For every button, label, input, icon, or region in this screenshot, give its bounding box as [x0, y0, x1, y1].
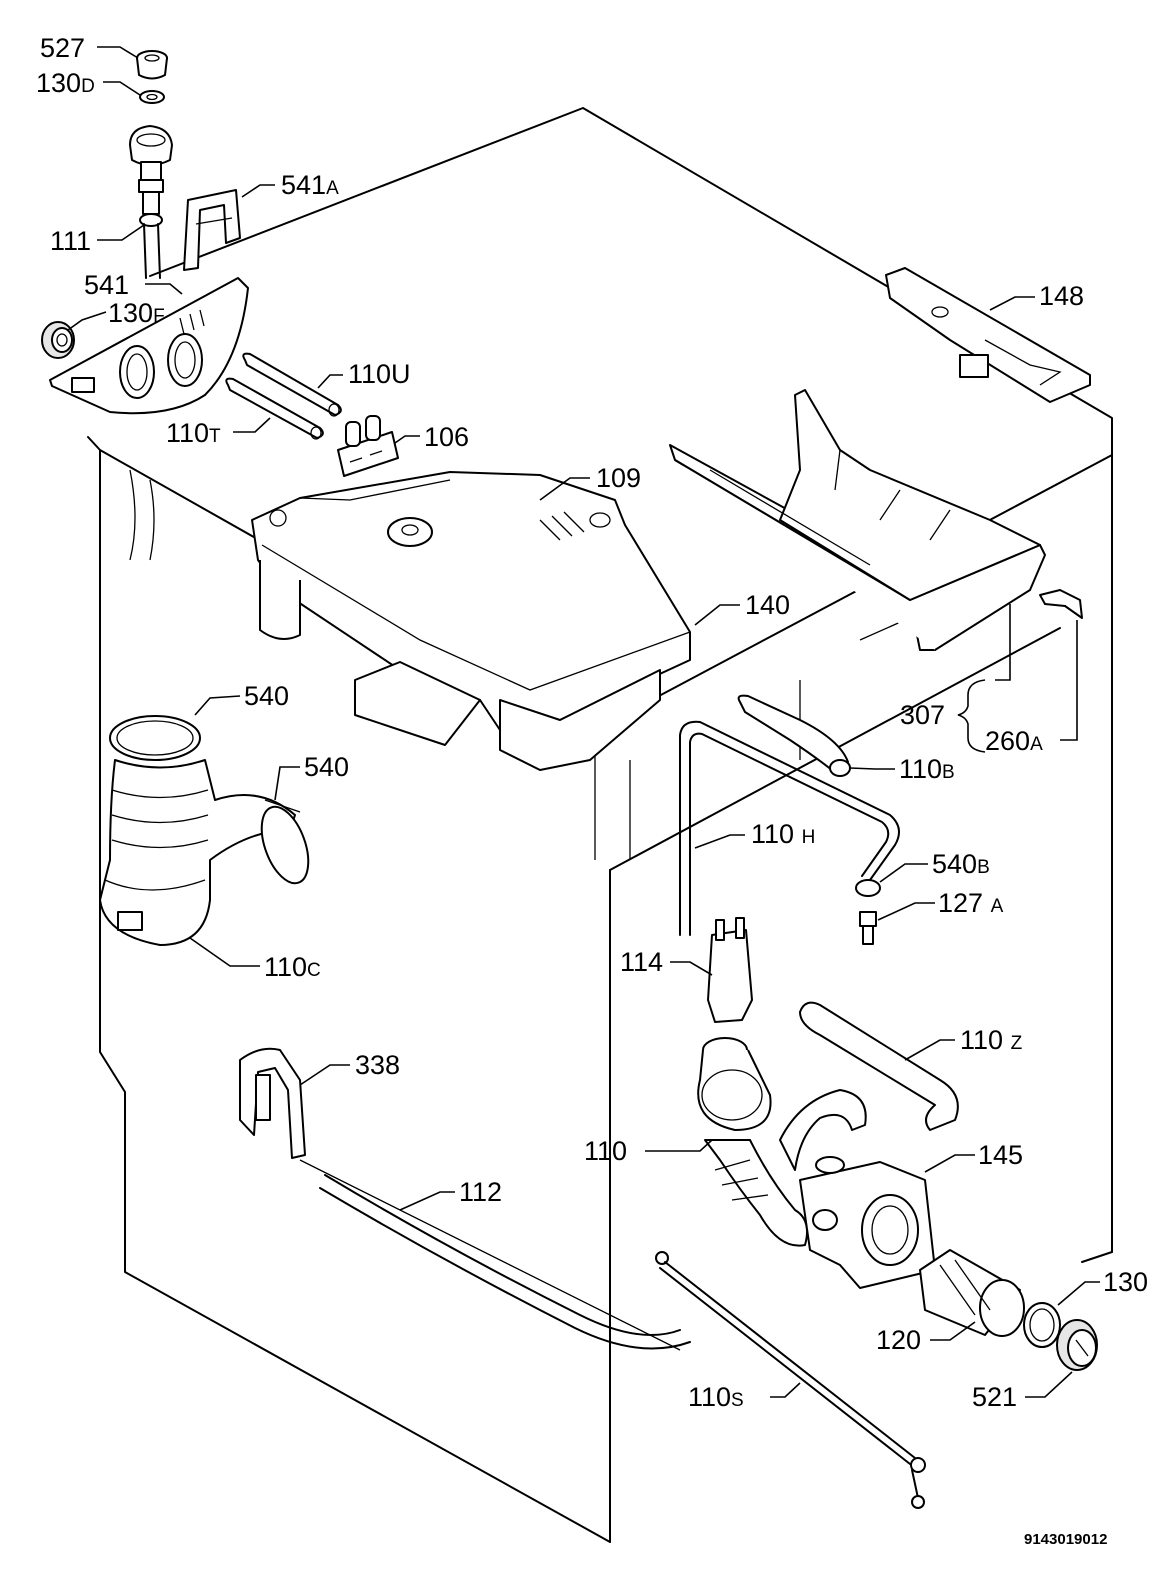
callout-145: 145	[978, 1140, 1023, 1170]
rod-110s	[655, 1251, 926, 1509]
callout-140: 140	[745, 590, 790, 620]
bracket-338	[239, 1047, 306, 1159]
callout-109: 109	[596, 463, 641, 493]
callout-130: 130	[1103, 1267, 1148, 1297]
callout-521: 521	[972, 1382, 1017, 1412]
document-number: 9143019012	[1024, 1531, 1107, 1548]
callout-110b: 110B	[899, 754, 955, 784]
callout-338: 338	[355, 1050, 400, 1080]
pump-145	[799, 1156, 936, 1289]
callout-130f: 130F	[108, 298, 165, 328]
callout-541: 541	[84, 270, 129, 300]
clamp-540b	[855, 879, 881, 897]
callout-110c: 110C	[264, 952, 321, 982]
sump-hose-110c	[99, 715, 310, 946]
leader-lines	[67, 46, 1100, 1398]
callout-307: 307	[900, 700, 945, 730]
callout-130d: 130D	[36, 68, 95, 98]
cap-521	[1056, 1319, 1098, 1371]
washer-130d	[139, 90, 165, 104]
callout-110z: 110 Z	[960, 1025, 1023, 1055]
callout-541a: 541A	[281, 170, 339, 200]
detergent-drawer-307	[669, 389, 1046, 651]
hose-110b	[737, 694, 851, 777]
seal-130	[1023, 1302, 1061, 1348]
pump-hose-bend	[779, 1089, 867, 1171]
callout-540-lower: 540	[304, 752, 349, 782]
callout-112: 112	[459, 1177, 502, 1207]
sensor-114	[707, 917, 753, 1023]
callout-527: 527	[40, 33, 85, 63]
grommet-130f	[41, 321, 75, 359]
callout-127a: 127 A	[938, 888, 1004, 918]
callout-110s: 110S	[688, 1382, 744, 1412]
inlet-hose-111	[129, 125, 173, 279]
callout-110u: 110U	[348, 359, 411, 389]
brace-307	[957, 679, 986, 753]
callout-111: 111	[50, 226, 91, 256]
callout-540b: 540B	[932, 849, 990, 879]
callout-106: 106	[424, 422, 469, 452]
callout-260a: 260A	[985, 726, 1043, 756]
clip-541a	[183, 189, 241, 271]
panel-541	[49, 277, 249, 415]
hose-110t	[225, 377, 324, 440]
callout-110t: 110T	[166, 418, 221, 448]
callout-114: 114	[620, 947, 663, 977]
dispenser-housing-109	[251, 471, 691, 771]
hose-110u	[242, 352, 342, 417]
callout-540-upper: 540	[244, 681, 289, 711]
nut-527	[136, 50, 168, 80]
callout-110: 110	[584, 1136, 627, 1166]
cable-112	[319, 1174, 691, 1350]
hose-110z	[799, 1001, 959, 1131]
cover-148	[885, 267, 1091, 403]
callout-148: 148	[1039, 281, 1084, 311]
callout-110h: 110 H	[751, 819, 815, 849]
connector-127a	[859, 911, 877, 945]
valve-106	[337, 415, 399, 477]
filter-120	[919, 1249, 1025, 1337]
drawer-handle-260a	[1039, 589, 1083, 619]
callout-120: 120	[876, 1325, 921, 1355]
hose-110h	[679, 720, 900, 936]
hose-110	[697, 1037, 808, 1247]
